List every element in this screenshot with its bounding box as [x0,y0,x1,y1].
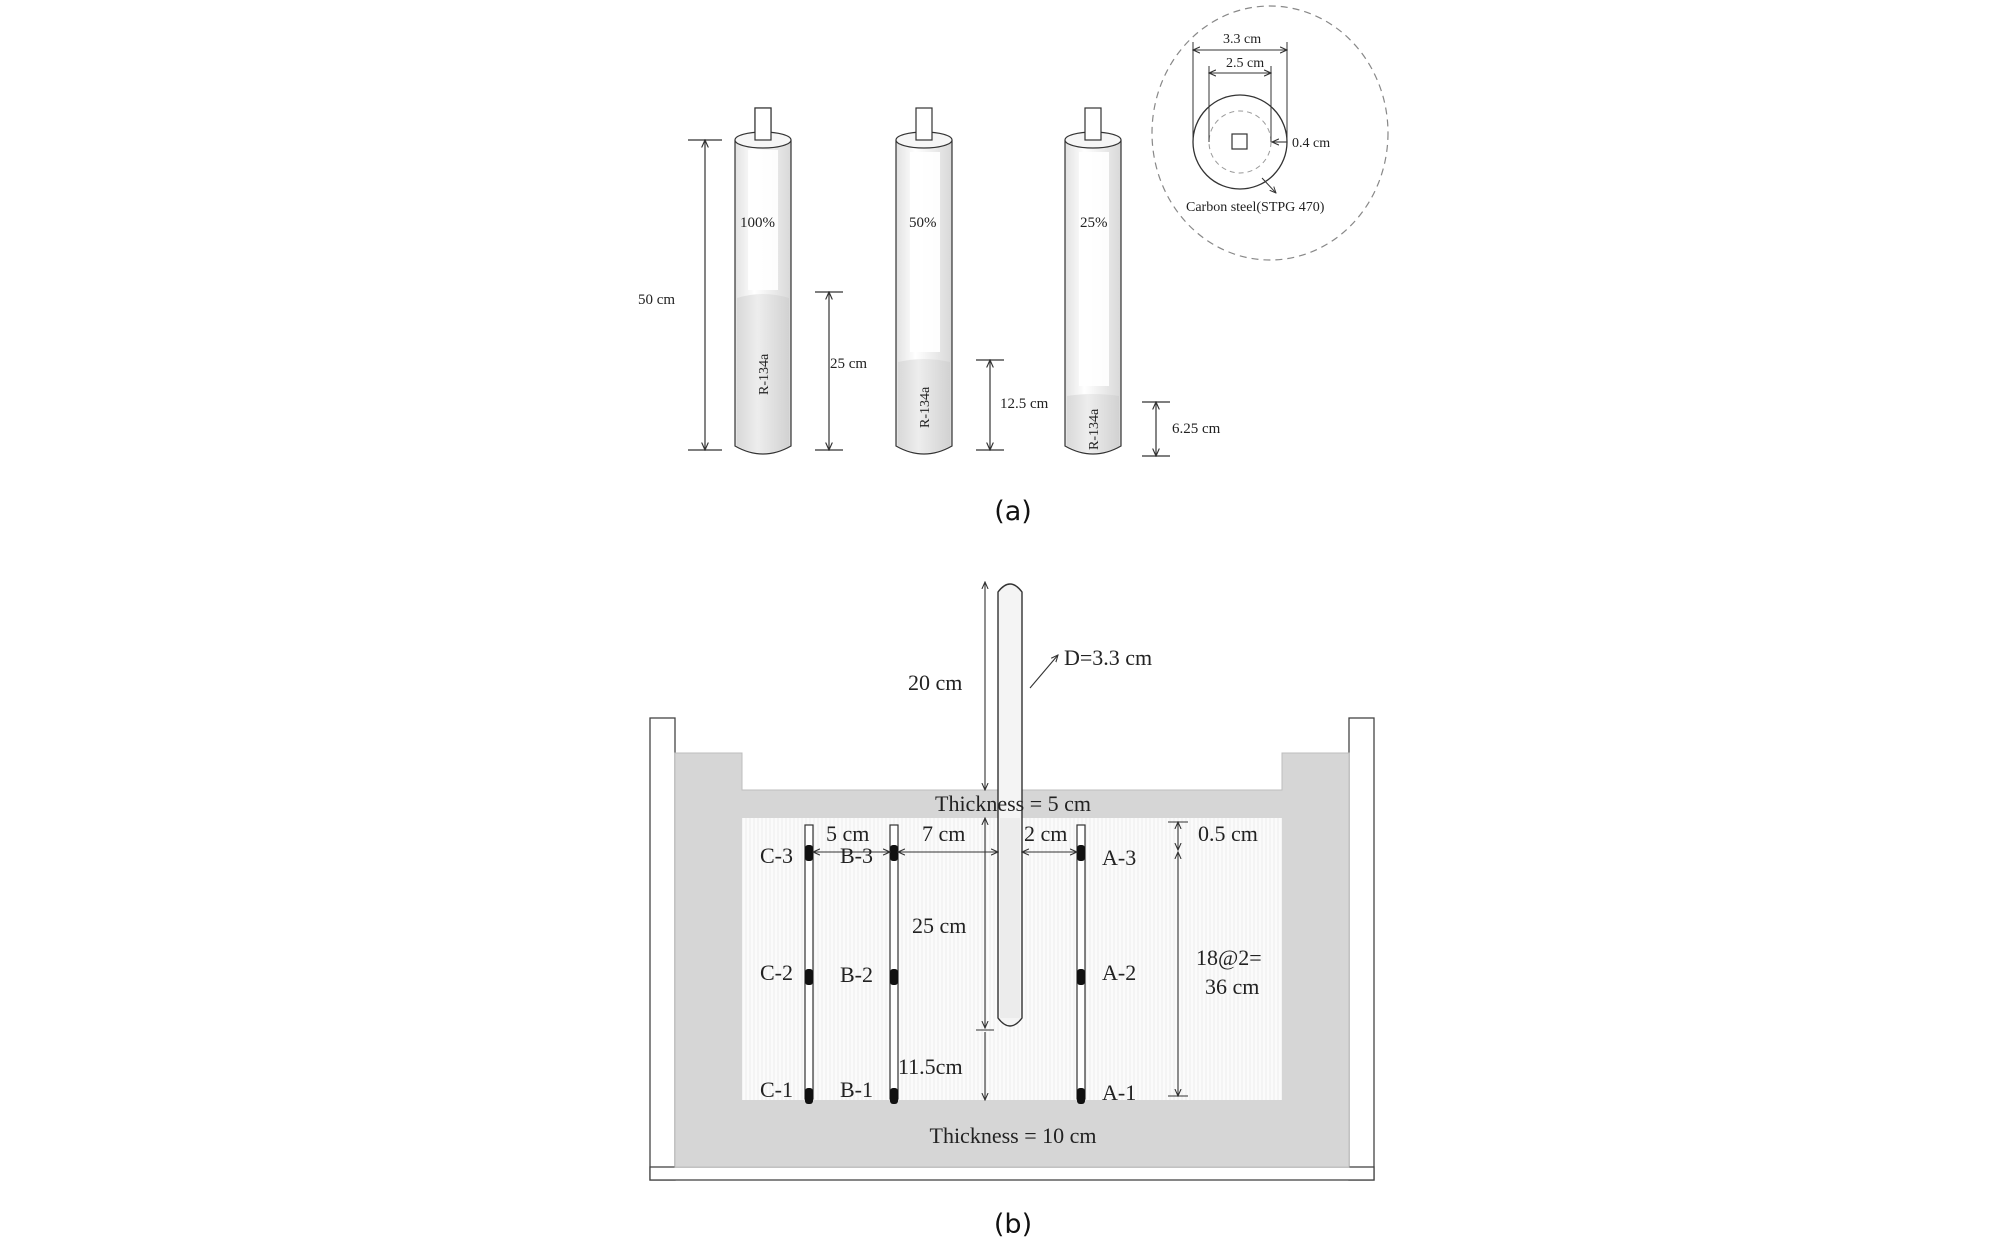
spacing-c-b-label: 5 cm [826,821,869,846]
sensor-label-c2: C-2 [760,960,793,985]
pipe-diameter-callout: D=3.3 cm [1029,645,1152,689]
sensor-label-a2: A-2 [1102,960,1136,985]
sensor-rod-c [804,824,814,1104]
panel-a: 50 cm 100% R-134a 25 cm 50% R- [638,5,1389,527]
wall-thickness-label: 0.4 cm [1292,136,1330,151]
pipe-length-dimension: 20 cm [908,582,985,790]
pipe-diameter-label: D=3.3 cm [1064,645,1152,670]
tube-25: 25% R-134a [1064,107,1122,455]
pipe-length-label: 20 cm [908,670,962,695]
sensor-labels: C-3 C-2 C-1 B-3 B-2 B-1 A-3 A-2 A-1 [760,843,1136,1105]
bottom-thickness-label: Thickness = 10 cm [930,1123,1097,1148]
tube-100-level-label: 25 cm [830,356,867,372]
spacing-pipe-a-label: 2 cm [1024,821,1067,846]
sensor-label-c1: C-1 [760,1077,793,1102]
tube-100-fluid: R-134a [757,353,772,395]
cross-section-detail: 3.3 cm 2.5 cm 0.4 cm Carbon steel(STPG 4… [1151,5,1389,261]
top-offset-label: 0.5 cm [1198,821,1258,846]
sensor-label-a3: A-3 [1102,845,1136,870]
sensor-label-c3: C-3 [760,843,793,868]
tube-100-percent: 100% [740,215,775,231]
sensor-rod-b [889,824,899,1104]
total-height-dimension: 50 cm [638,140,722,450]
inner-diameter-label: 2.5 cm [1226,56,1264,71]
below-pipe-label: 11.5cm [898,1054,963,1079]
sensor-span-line-2: 36 cm [1205,974,1259,999]
sensor-span-dimension: 0.5 cm 18@2= 36 cm [1168,821,1262,1096]
tube-50-fluid: R-134a [918,386,933,428]
tube-25-fluid: R-134a [1087,408,1102,450]
tube-50-level-dimension: 12.5 cm [976,360,1049,450]
tube-25-percent: 25% [1080,215,1108,231]
embed-depth-label: 25 cm [912,913,966,938]
material-label: Carbon steel(STPG 470) [1186,200,1325,215]
sensor-label-a1: A-1 [1102,1080,1136,1105]
sensor-span-line-1: 18@2= [1196,945,1262,970]
spacing-b-pipe-label: 7 cm [922,821,965,846]
tube-50-level-label: 12.5 cm [1000,396,1049,412]
tube-50: 50% R-134a [895,107,953,455]
tube-100-level-dimension: 25 cm [815,292,867,450]
spacing-dimensions: 5 cm 7 cm 2 cm [813,821,1077,852]
heat-pipe [997,583,1023,1027]
top-thickness-label: Thickness = 5 cm [935,791,1091,816]
panel-b: 20 cm D=3.3 cm Thickness = 5 cm Thicknes… [649,582,1375,1238]
total-height-label: 50 cm [638,292,675,308]
caption-b: (b) [994,1209,1032,1238]
sensor-label-b3: B-3 [840,843,873,868]
caption-a: (a) [994,496,1032,527]
tube-50-percent: 50% [909,215,937,231]
sensor-label-b2: B-2 [840,962,873,987]
sensor-rod-a [1076,824,1086,1104]
embed-depth-dimension: 25 cm 11.5cm [898,818,994,1100]
tube-25-level-dimension: 6.25 cm [1142,402,1221,456]
tube-100: 100% R-134a [734,107,792,455]
sensor-label-b1: B-1 [840,1077,873,1102]
tube-25-level-label: 6.25 cm [1172,421,1221,437]
outer-diameter-label: 3.3 cm [1223,32,1261,47]
